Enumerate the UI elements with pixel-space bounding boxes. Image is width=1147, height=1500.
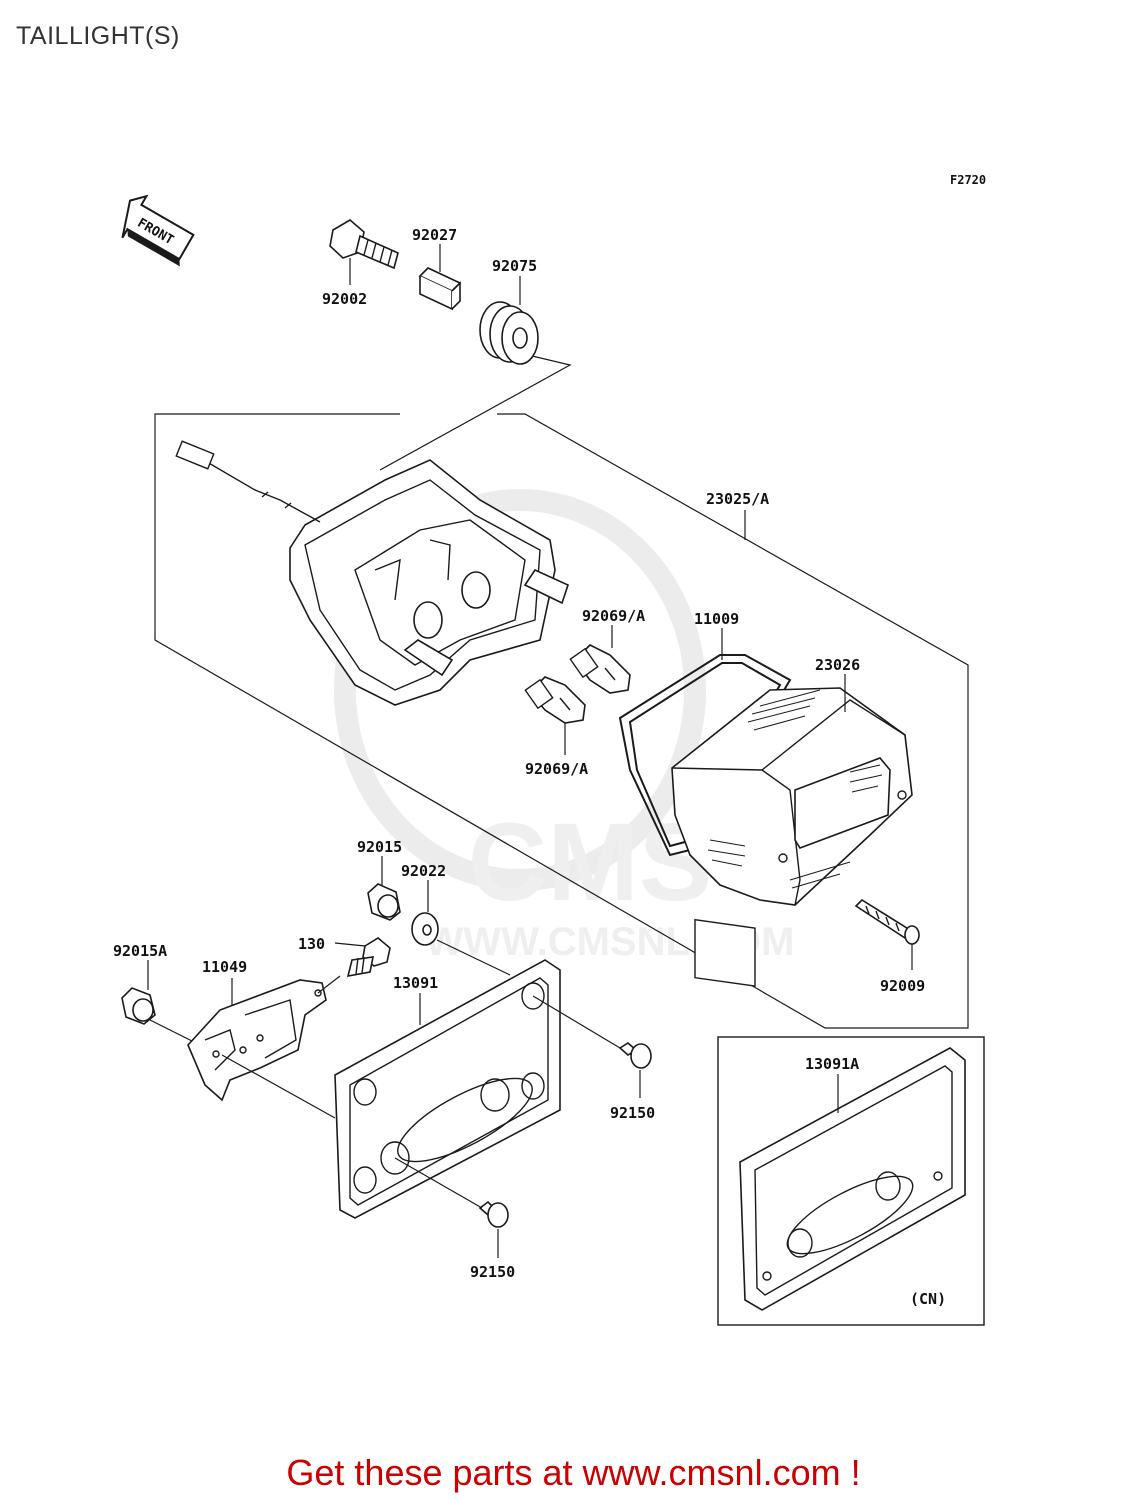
label-92009: 92009 bbox=[880, 977, 925, 995]
screw-92009 bbox=[854, 898, 920, 945]
label-92015: 92015 bbox=[357, 838, 402, 856]
bolt-92150-bottom bbox=[478, 1200, 509, 1228]
bracket-11049 bbox=[187, 979, 327, 1102]
washer-92022 bbox=[411, 912, 439, 946]
label-130: 130 bbox=[298, 935, 325, 953]
bulb-92069A-upper bbox=[569, 644, 631, 694]
svg-text:CMS: CMS bbox=[468, 801, 712, 924]
label-92027: 92027 bbox=[412, 226, 457, 244]
label-92002: 92002 bbox=[322, 290, 367, 308]
label-11009: 11009 bbox=[694, 610, 739, 628]
variant-note: (CN) bbox=[910, 1290, 946, 1308]
plate-holder-13091 bbox=[334, 959, 561, 1219]
label-92150-bottom: 92150 bbox=[470, 1263, 515, 1281]
bolt-92002 bbox=[329, 219, 399, 270]
grommet-92075 bbox=[479, 301, 539, 365]
bolt-130 bbox=[346, 937, 391, 978]
exploded-parts-diagram: CMS WWW.CMSNL.COM F2720 FRONT 92002 9202… bbox=[113, 173, 986, 1326]
variant-inset-box bbox=[717, 1036, 985, 1326]
label-13091: 13091 bbox=[393, 974, 438, 992]
plate-holder-13091A bbox=[739, 1047, 966, 1311]
label-92015A: 92015A bbox=[113, 942, 167, 960]
page-title: TAILLIGHT(S) bbox=[16, 22, 180, 50]
front-arrow-icon: FRONT bbox=[121, 194, 195, 267]
nut-92015A bbox=[121, 987, 156, 1025]
assembly-frame bbox=[154, 413, 969, 1029]
label-23025A: 23025/A bbox=[706, 490, 769, 508]
promo-link[interactable]: Get these parts at www.cmsnl.com ! bbox=[286, 1452, 861, 1493]
label-92069A-top: 92069/A bbox=[582, 607, 645, 625]
collar-92027 bbox=[418, 267, 462, 311]
bolt-92150-right bbox=[618, 1042, 652, 1069]
taillight-housing-23025A bbox=[175, 440, 569, 706]
nut-92015 bbox=[367, 883, 401, 921]
label-92150-right: 92150 bbox=[610, 1104, 655, 1122]
label-92075: 92075 bbox=[492, 257, 537, 275]
figure-code: F2720 bbox=[950, 173, 986, 187]
lens-23026 bbox=[671, 687, 913, 987]
label-13091A: 13091A bbox=[805, 1055, 859, 1073]
label-92022: 92022 bbox=[401, 862, 446, 880]
label-92069A-bottom: 92069/A bbox=[525, 760, 588, 778]
bulb-92069A-lower bbox=[524, 676, 586, 724]
label-23026: 23026 bbox=[815, 656, 860, 674]
label-11049: 11049 bbox=[202, 958, 247, 976]
